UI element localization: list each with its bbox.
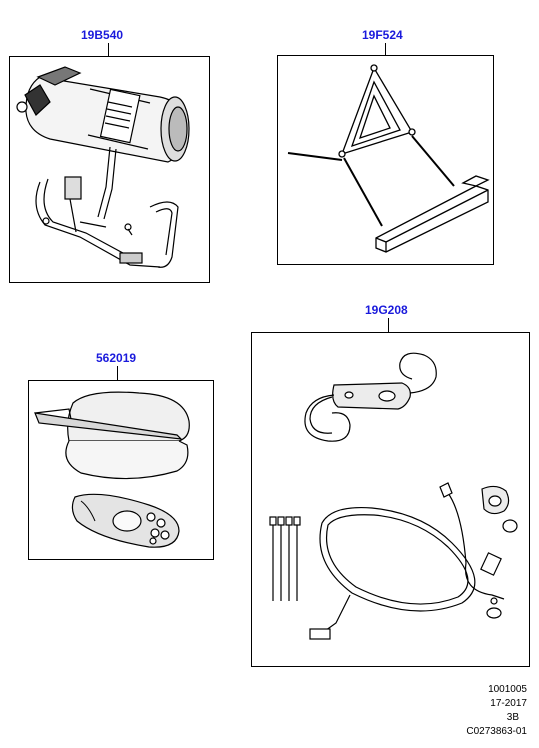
footer-line-1: 1001005 (488, 684, 527, 695)
leader-line-19G208 (388, 318, 389, 332)
phone-kit-illustration (34, 391, 190, 548)
cable-ties (269, 516, 301, 601)
charging-unit-illustration (269, 352, 518, 640)
footer-line-3: 3B (506, 712, 519, 723)
footer-reference: 1001005 17-2017 3B C0273863-01 (466, 684, 527, 737)
panel-fire-extinguisher (9, 56, 210, 283)
panel-phone-kit (28, 380, 214, 560)
leader-line-19F524 (385, 43, 386, 55)
callout-19B540[interactable]: 19B540 (81, 28, 124, 42)
panel-warning-triangle (277, 55, 494, 265)
footer-line-2: 17-2017 (490, 698, 527, 709)
warning-triangle-illustration (287, 64, 490, 253)
footer-line-4: C0273863-01 (466, 726, 527, 737)
callout-562019[interactable]: 562019 (96, 351, 137, 365)
callout-19F524[interactable]: 19F524 (362, 28, 403, 42)
leader-line-562019 (117, 366, 118, 380)
fire-extinguisher-illustration (16, 66, 190, 268)
leader-line-19B540 (108, 43, 109, 56)
callout-19G208[interactable]: 19G208 (365, 303, 408, 317)
panel-charging-unit (251, 332, 530, 667)
